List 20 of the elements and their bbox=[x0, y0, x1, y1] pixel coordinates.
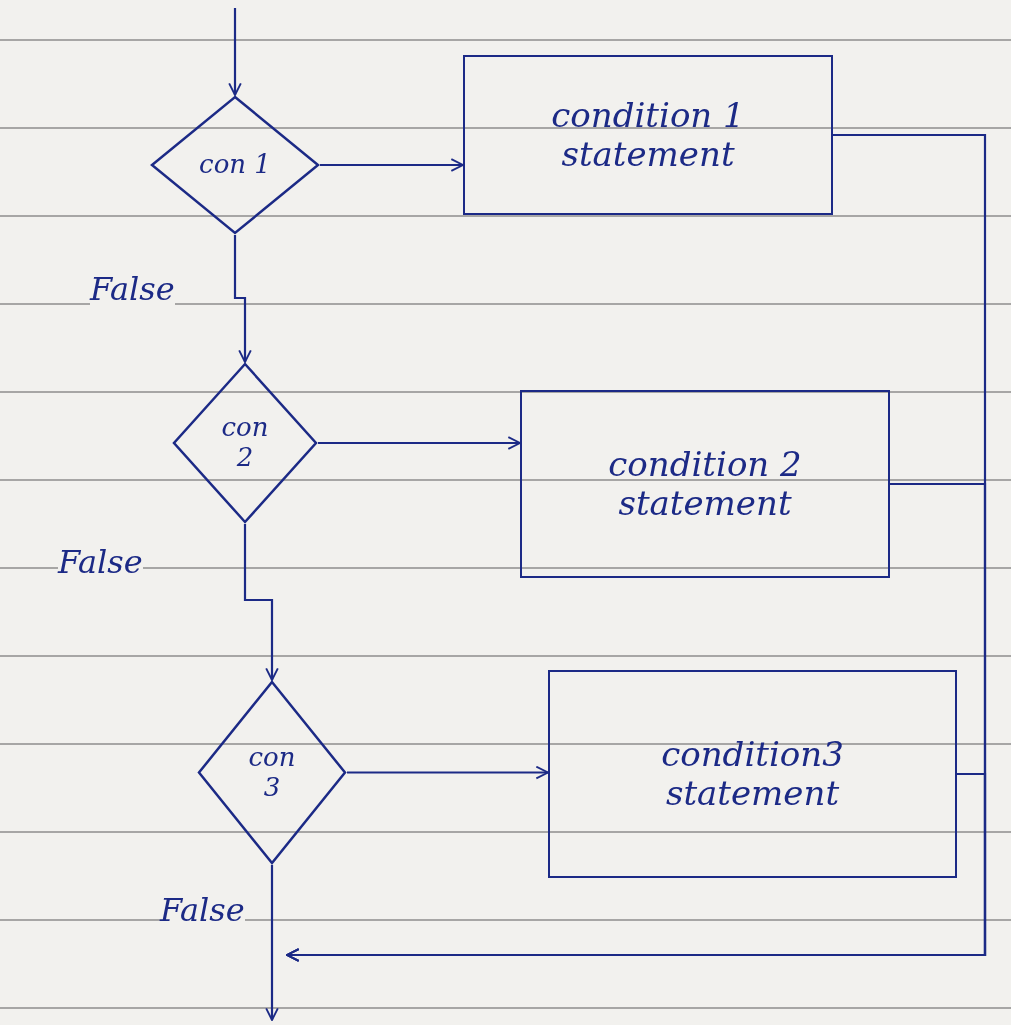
process-box bbox=[520, 390, 890, 578]
process-box bbox=[548, 670, 957, 878]
arrow bbox=[233, 235, 252, 363]
condition-label: con 2 bbox=[220, 413, 270, 473]
statement-text: condition 1 statement bbox=[550, 95, 746, 175]
process-box bbox=[463, 55, 833, 215]
arrow bbox=[318, 436, 521, 450]
arrow bbox=[228, 8, 242, 96]
arrow bbox=[265, 865, 279, 1021]
condition-label: con 1 bbox=[198, 150, 272, 180]
arrow bbox=[243, 524, 279, 681]
decision-diamond bbox=[150, 95, 320, 235]
arrow bbox=[286, 772, 987, 962]
condition-label: con 3 bbox=[247, 742, 297, 803]
statement-text: condition3 statement bbox=[660, 734, 845, 814]
arrow bbox=[347, 765, 549, 780]
statement-text: condition 2 statement bbox=[607, 444, 803, 524]
arrow bbox=[320, 158, 464, 172]
decision-diamond bbox=[197, 680, 347, 865]
decision-diamond bbox=[172, 362, 318, 524]
